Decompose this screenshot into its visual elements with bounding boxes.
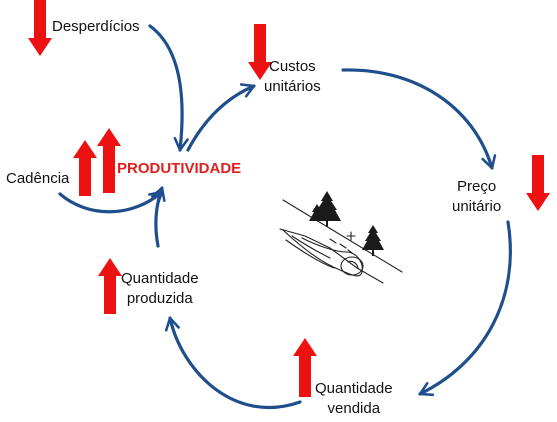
tree-icon	[362, 225, 384, 256]
up-arrow-icon	[98, 258, 122, 314]
node-cadencia-label: Cadência	[6, 170, 70, 187]
center-produtividade-label: PRODUTIVIDADE	[117, 160, 242, 177]
down-arrow-icon	[526, 155, 550, 211]
node-qtd-vendida-label: Quantidade vendida	[315, 380, 393, 417]
flow-arrow-desperdicios-produtividade	[148, 24, 189, 152]
snowball-illustration	[279, 199, 403, 284]
node-custos-label: Custos unitários	[264, 58, 321, 95]
flow-arrow-produtividade-custos	[186, 83, 256, 152]
tree-icon	[309, 191, 341, 227]
up-arrow-icon	[73, 140, 97, 196]
down-arrow-icon	[28, 0, 52, 56]
node-desperdicios-label: Desperdícios	[52, 18, 140, 35]
down-arrow-icon	[248, 24, 272, 80]
flow-arrow-custos-preco	[341, 68, 497, 170]
flow-arrow-preco-vendida	[418, 220, 512, 397]
flow-arrow-cadencia-produtividade	[58, 190, 164, 214]
node-qtd-produzida-label: Quantidade produzida	[121, 270, 199, 307]
up-arrow-icon	[97, 128, 121, 193]
up-arrow-icon	[293, 338, 317, 397]
node-preco-label: Preço unitário	[452, 178, 502, 215]
flow-arrow-vendida-produzida	[164, 316, 302, 409]
